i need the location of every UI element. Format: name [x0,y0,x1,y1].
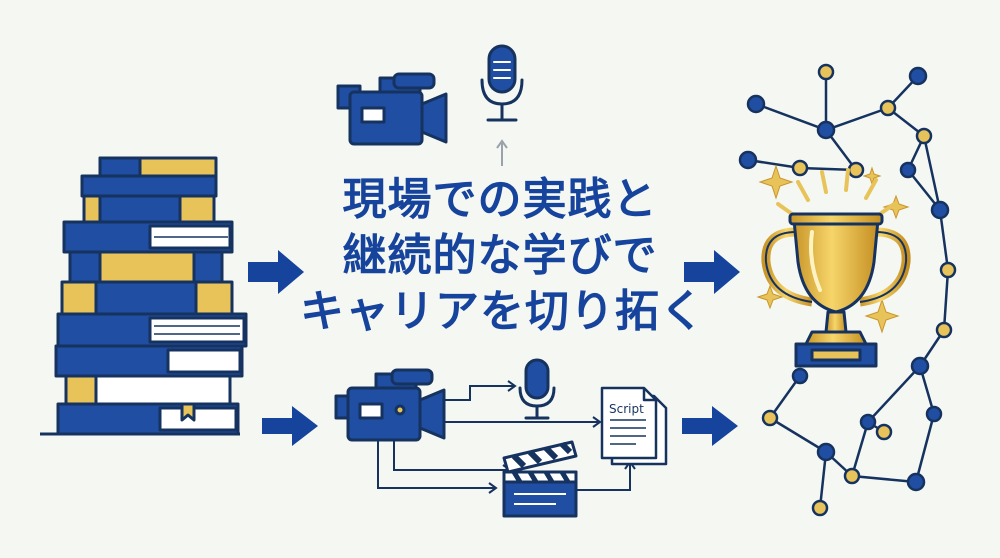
arrow-books-to-camera [262,406,318,446]
network-nodes [738,63,957,517]
small-up-arrow [496,139,508,166]
headline-line-2: 継続的な学びで [342,230,658,281]
trophy-icon [761,212,911,368]
arrow-books-to-headline [248,250,304,294]
script-label: Script [609,402,644,416]
arrow-script-to-network [682,406,738,446]
arrow-headline-to-trophy [684,250,740,294]
microphone-icon-bottom [518,358,556,420]
headline: 現場での実践と 継続的な学びで キャリアを切り拓く [300,172,705,340]
sparkle-rays [776,168,896,216]
headline-line-3: キャリアを切り拓く [300,286,705,337]
microphone-icon [480,44,524,122]
video-camera-icon-bottom [334,368,446,442]
network-graph-icon [747,72,950,509]
clapperboard-icon [502,440,578,518]
book-stack-icon [40,156,248,436]
video-camera-icon [336,72,448,146]
headline-line-1: 現場での実践と [342,174,658,225]
connector-lines [377,380,636,494]
script-document-icon [600,386,668,466]
flow-arrows [248,250,740,446]
